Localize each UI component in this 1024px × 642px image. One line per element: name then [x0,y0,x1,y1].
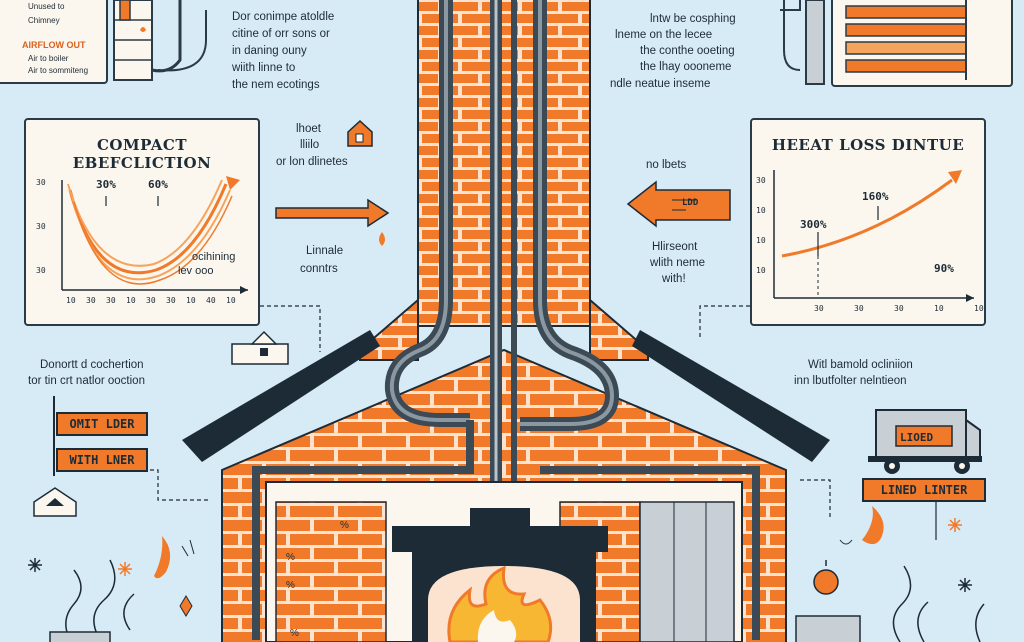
right-y-tick: 30 [756,176,766,185]
left-x-tick: 30 [146,296,156,305]
left-curve [73,195,233,285]
right-x-tick: 30 [894,304,904,313]
left-curve-arrowhead [226,176,240,190]
percent-mark: % [340,520,349,531]
right-curve-arrowhead [948,170,962,184]
right-y-tick: 10 [756,266,766,275]
right-arrow [275,198,390,228]
left-chart-panel: COMPACT EBEFCLICTION 30% 60% ocihining l… [24,118,260,326]
arrow-sign-label: LDD [682,198,699,208]
percent-mark: % [286,552,295,563]
left-y-tick: 30 [36,178,46,187]
top-left-duct [113,0,207,81]
right-x-tick: 10 [934,304,944,313]
right-curve [781,178,953,258]
left-tag-omit-liner: OMIT LDER [56,412,148,436]
left-annotation: 60% [148,178,168,191]
right-chart [773,170,974,302]
small-house-icon-left [231,330,289,365]
left-x-tick: 10 [186,296,196,305]
left-y-tick: 30 [36,222,46,231]
card-line: Chimney [28,16,60,25]
right-x-tick: 30 [814,304,824,313]
left-x-tick: 10 [66,296,76,305]
mid-right-note: no lbets [646,159,687,171]
left-caption: lev ooo [178,265,214,277]
right-panel-title: HEEAT LOSS DINTUE [771,136,965,154]
right-annotation: 160% [862,190,889,203]
right-x-tick: 30 [854,304,864,313]
small-roof-icon [33,487,77,517]
left-x-tick: 10 [226,296,236,305]
card-line: AIRFLOW OUT [22,40,86,50]
small-house-icon [347,119,373,147]
left-annotation: 30% [96,178,116,191]
percent-mark: % [290,628,299,639]
left-curve [67,179,223,267]
left-y-tick: 30 [36,266,46,275]
right-chart-panel: HEEAT LOSS DINTUE 160% 300% 90% 30 10 10 10… [750,118,986,326]
right-annotation: 300% [800,218,827,231]
truck-icon [868,409,982,474]
card-line: Air to boiler [28,54,69,63]
decor-lower-right [795,506,985,642]
top-left-card: Unused to Chimney AIRFLOW OUT Air to boi… [0,0,108,84]
drop-icon [379,232,385,246]
right-y-tick: 10 [756,236,766,245]
lined-liner-tag: LINED LINTER [862,478,986,502]
card-line: Air to sommiteng [28,66,89,75]
left-x-tick: 40 [206,296,216,305]
truck-label: LIOED [900,431,934,444]
right-y-tick: 10 [756,206,766,215]
right-x-tick: 10 [974,304,984,313]
percent-mark: % [286,580,295,591]
card-line: Unused to [28,2,65,11]
left-arrow-sign [626,180,731,228]
left-caption: ocihining [192,251,236,263]
top-right-duct [780,0,1013,87]
left-x-tick: 10 [126,296,136,305]
left-curve [68,183,228,275]
left-chart [61,176,248,294]
right-annotation: 90% [934,262,954,275]
smoke-lines-left [28,536,195,642]
left-x-tick: 30 [166,296,176,305]
left-panel-title: COMPACT EBEFCLICTION [72,136,212,172]
left-x-tick: 30 [106,296,116,305]
left-x-tick: 30 [86,296,96,305]
left-tag-with-liner: WITH LNER [56,448,148,472]
tag-chain [53,396,55,476]
